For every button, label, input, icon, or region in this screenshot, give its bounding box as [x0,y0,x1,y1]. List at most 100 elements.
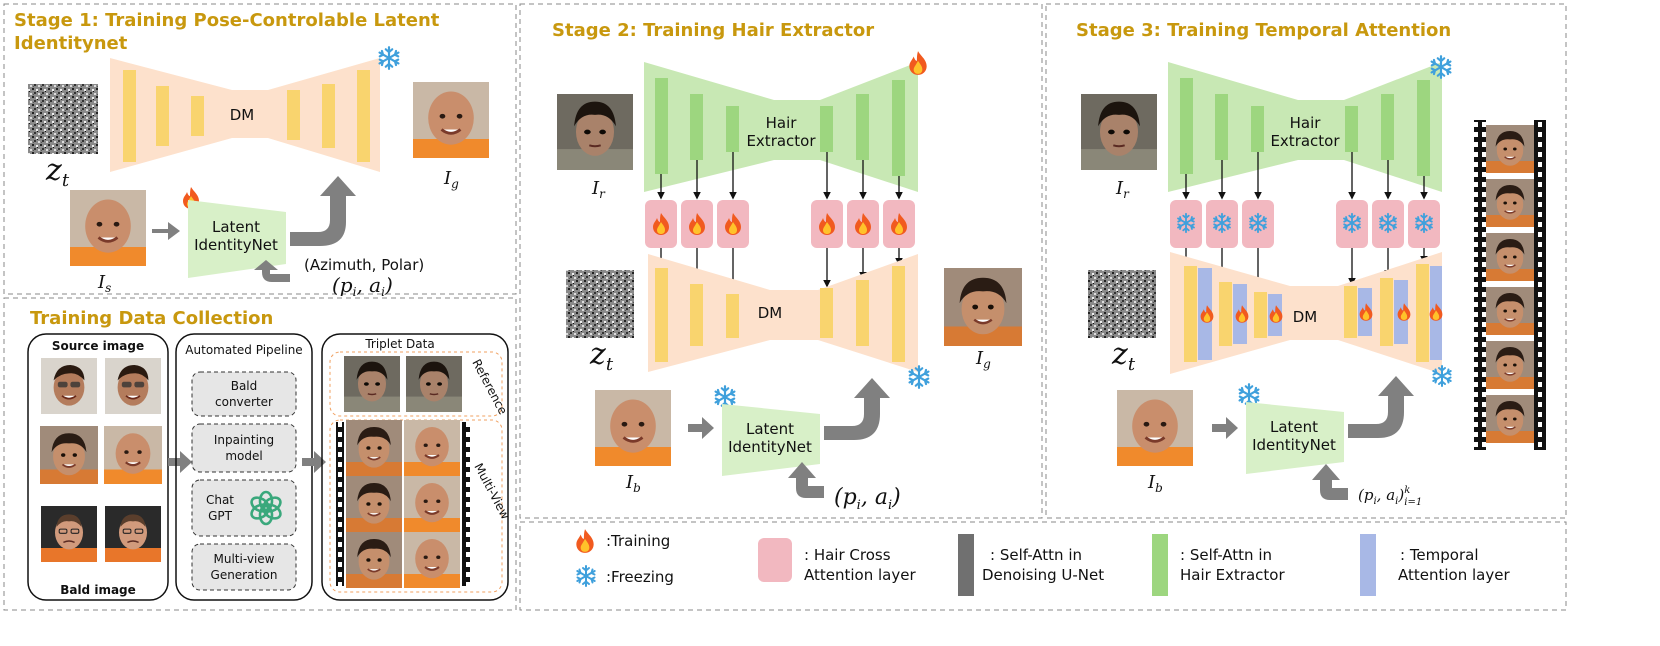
pipeline-step-inpainting: Inpainting model [191,423,297,473]
source-face-3 [40,506,98,562]
source-face-1 [40,358,98,414]
svg-text:Latent: Latent [1270,418,1318,436]
legend-self-attn-unet-line1: : Self-Attn in [990,546,1082,564]
svg-text:Chat: Chat [206,493,234,507]
pipeline-step-bald: Bald converter [191,371,297,417]
stage3-zt-label: zt [1111,337,1136,375]
stage2-zt-label: zt [589,337,614,375]
snowflake-icon [908,365,930,389]
data-collection-title: Training Data Collection [30,308,273,329]
svg-text:GPT: GPT [208,509,233,523]
stage1-ig-label: Ig [443,168,459,191]
arrow-right-icon [152,222,180,240]
stage1-dm-block: DM [110,58,380,172]
stage2-cross-attn-layers [645,200,915,248]
stage1-noise-image [28,84,98,154]
film-strip-right [462,422,470,586]
stage1-title-line1: Stage 1: Training Pose-Controlable Laten… [14,10,440,31]
stage2-dm-block: DM [648,254,918,372]
legend-training: :Training [606,532,670,550]
pipeline-step-multiview: Multi-view Generation [191,543,297,591]
stage1-panel [3,3,517,295]
bald-face-1 [104,358,162,414]
arrow-right-icon [168,451,192,473]
legend-self-attn-hair-line2: Hair Extractor [1180,566,1285,584]
stage3-bald-face [1116,390,1194,466]
stage3-identitynet: Latent IdentityNet [1246,402,1344,474]
reference-face-2 [406,356,462,412]
legend-self-attn-unet-swatch [958,534,974,596]
stage1-pose-math: (pi, ai) [332,273,393,299]
stage2-identitynet: Latent IdentityNet [722,404,820,476]
arrow-right-icon [688,417,714,439]
fire-icon [576,529,594,553]
legend-panel [519,521,1567,611]
svg-text:DM: DM [1293,308,1318,326]
legend-self-attn-hair-swatch [1152,534,1168,596]
legend-hair-cross-line1: : Hair Cross [804,546,891,564]
stage2-noise-image [566,270,634,338]
multiview-group [329,419,503,593]
multiview-bald-face-2 [404,476,460,532]
svg-text:Generation: Generation [211,568,278,582]
stage1-dm-label: DM [230,106,255,124]
legend-temporal-line2: Attention layer [1398,566,1510,584]
multiview-bald-face-3 [404,532,460,588]
stage2-output-face [944,268,1022,346]
triplet-title: Triplet Data [364,337,434,351]
curved-arrow-left-icon [1312,464,1348,500]
legend-hair-cross-line2: Attention layer [804,566,916,584]
source-bald-box [27,333,169,601]
bald-image-label: Bald image [60,583,136,597]
bald-face-3 [104,506,162,562]
svg-text:Multi-view: Multi-view [214,552,275,566]
stage2-panel [519,3,1043,519]
stage3-cross-attn-layers [1170,200,1440,248]
curved-arrow-up-icon [290,176,356,246]
legend-freezing: :Freezing [606,568,674,586]
stage3-reference-face [1080,94,1158,170]
pipeline-title: Automated Pipeline [185,343,302,357]
source-image-label: Source image [52,339,144,353]
source-face-2 [40,426,98,484]
stage1-pose-label: (Azimuth, Polar) [304,256,424,274]
stage2-ig-label: Ig [975,348,991,371]
svg-text:Latent: Latent [746,420,794,438]
svg-text:converter: converter [215,395,273,409]
legend-temporal-line1: : Temporal [1400,546,1479,564]
legend-cross-attn-swatch [758,538,792,582]
stage2-bald-face [594,390,672,466]
curved-arrow-up-icon [1348,376,1414,438]
svg-text:Bald: Bald [231,379,258,393]
svg-text:model: model [225,449,262,463]
stage3-ir-label: Ir [1115,178,1130,201]
legend-self-attn-hair-line1: : Self-Attn in [1180,546,1272,564]
stage2-pose-math: (pi, ai) [834,485,901,513]
bald-face-2 [104,426,162,484]
multiview-hair-face-2 [346,476,402,532]
stage2-ib-label: Ib [625,472,641,495]
multiview-label: Multi-View [471,461,512,522]
stage1-is-label: Is [97,272,111,295]
film-strip-left [336,422,344,586]
legend-temporal-swatch [1360,534,1376,596]
snowflake-icon [576,565,596,587]
legend-self-attn-unet-line2: Denoising U-Net [982,566,1104,584]
triplet-box [321,333,509,601]
stage1-identitynet: Latent IdentityNet [188,200,286,278]
data-collection-panel [3,297,517,611]
stage2-hair-extractor: Hair Extractor [644,62,918,192]
svg-text:Hair: Hair [1290,114,1322,132]
svg-text:Hair: Hair [766,114,798,132]
curved-arrow-left-icon [254,260,290,282]
stage2-reference-face [556,94,634,170]
multiview-hair-face-3 [346,532,402,588]
stage1-zt-label: zt [45,153,70,191]
svg-text:Extractor: Extractor [746,132,816,150]
stage1-output-face [412,82,490,158]
stage1-identitynet-line1: Latent [212,218,260,236]
stage3-hair-extractor: Hair Extractor [1168,62,1442,192]
svg-text:IdentityNet: IdentityNet [728,438,812,456]
